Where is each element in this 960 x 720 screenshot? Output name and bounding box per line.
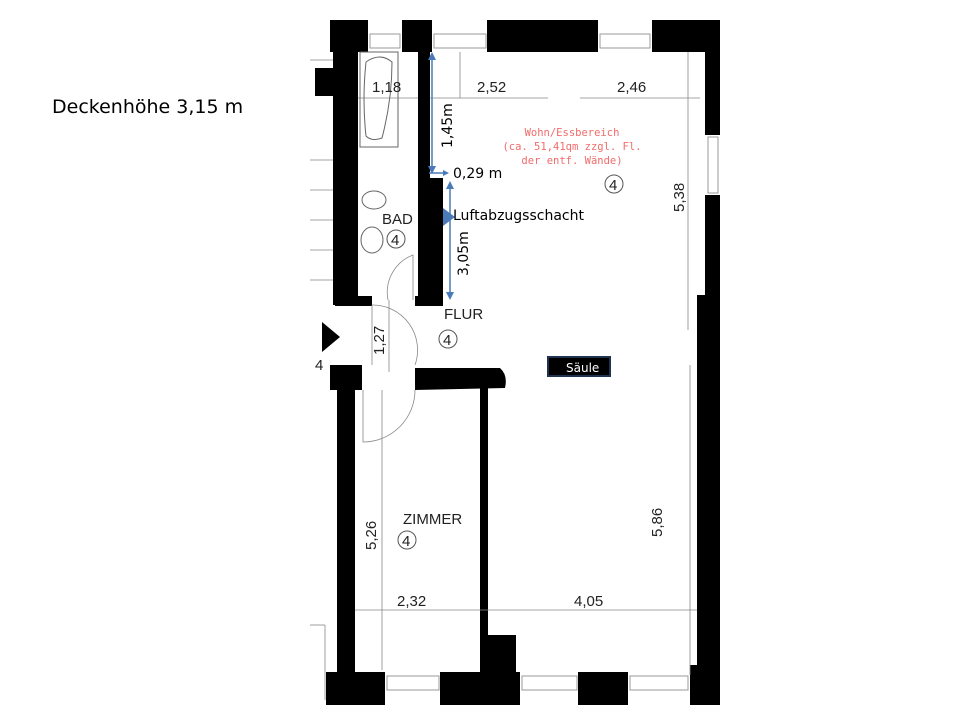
room-number-circle <box>386 229 406 249</box>
room-number-circle <box>397 530 417 550</box>
living-title: Wohn/Essbereich <box>525 127 620 139</box>
room-number-bath: 4 <box>391 232 399 249</box>
room-number-circle <box>604 174 624 194</box>
living-area-line: (ca. 51,41qm zzgl. Fl. <box>502 141 641 153</box>
room-number-room: 4 <box>402 533 410 550</box>
living-area-line2: der entf. Wände) <box>521 155 622 167</box>
dim-living-width-bottom: 4,05 <box>574 593 603 610</box>
walls <box>315 20 720 705</box>
column-label: Säule <box>566 361 599 375</box>
shaft-marker-icon <box>443 208 455 226</box>
shaft-label: Luftabzugsschacht <box>453 208 584 224</box>
bathtub-icon <box>359 51 399 148</box>
entrance-number: 4 <box>315 357 323 374</box>
room-number-circle <box>438 329 458 349</box>
thin-lines <box>310 52 700 700</box>
toilet-icon <box>361 190 387 210</box>
room-number-hall: 4 <box>443 332 451 349</box>
room-number-living: 4 <box>609 177 617 194</box>
dim-room-width: 2,32 <box>397 593 426 610</box>
dim-living-width-right: 2,46 <box>617 79 646 96</box>
dim-living-depth-top: 5,38 <box>671 183 688 212</box>
dim-living-depth-bottom: 5,86 <box>649 508 666 537</box>
wall-top-length: 1,45m <box>440 103 456 148</box>
column-box <box>547 356 611 377</box>
room-label-hall: FLUR <box>444 306 483 323</box>
sink-icon <box>360 226 384 254</box>
dim-living-width-left: 2,52 <box>477 79 506 96</box>
dim-bath-width: 1,18 <box>372 79 401 96</box>
shaft-depth: 0,29 m <box>453 166 502 182</box>
measurement-arrows <box>428 52 454 300</box>
dim-hall-width: 1,27 <box>371 326 388 355</box>
dim-room-depth: 5,26 <box>363 521 380 550</box>
entrance-arrow-icon <box>322 322 340 352</box>
room-label-room: ZIMMER <box>403 511 462 528</box>
room-label-bath: BAD <box>382 211 413 228</box>
wall-bottom-length: 3,05m <box>456 231 472 276</box>
ceiling-height-note: Deckenhöhe 3,15 m <box>52 96 244 118</box>
windows <box>369 33 719 691</box>
